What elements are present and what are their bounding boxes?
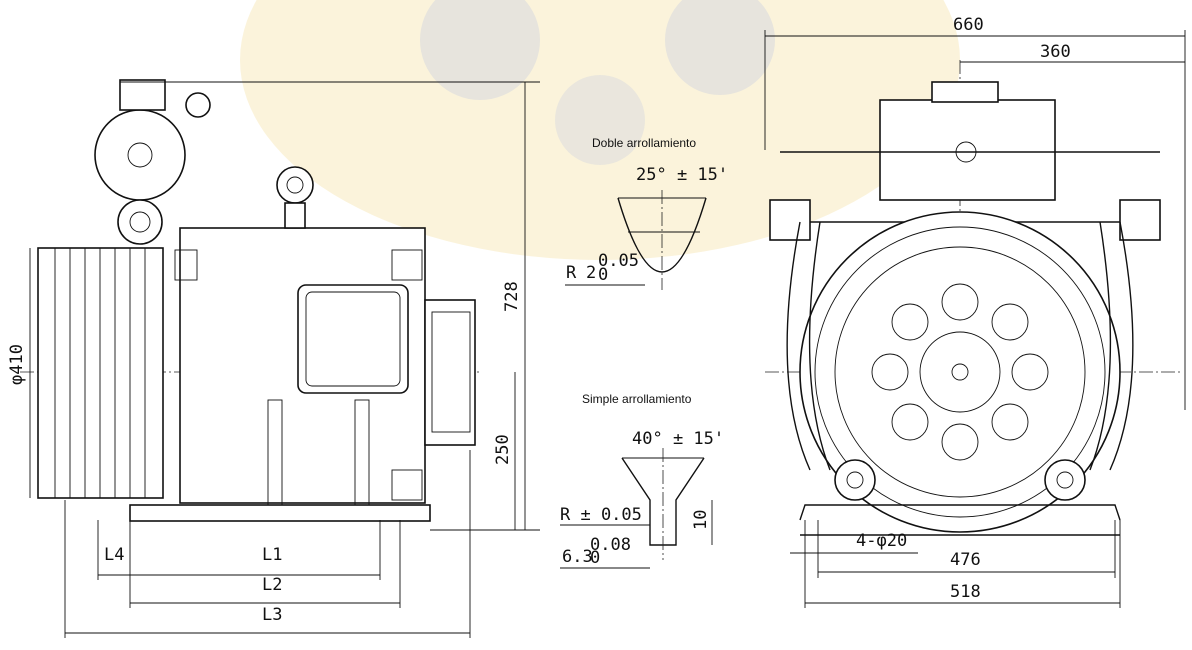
dim-L4: L4 [104,545,124,565]
groove-detail-simple: Simple arrollamiento 40° ± 15' R ± 0.05 … [560,392,724,569]
radius-value-doble: 2 [586,263,596,283]
angle-doble: 25° ± 15' [636,165,728,185]
dim-L3: L3 [262,605,282,625]
caption-simple: Simple arrollamiento [582,392,692,406]
radius-simple: R ± 0.05 [560,505,642,525]
dim-width-360: 360 [1040,42,1071,62]
radius-sub-doble: 0 [598,265,608,285]
main-drum [799,211,1121,533]
brake-magnet [879,99,1056,201]
manual-release [185,92,211,118]
dim-diameter-410: φ410 [7,344,27,385]
watermark [240,0,960,260]
dim-width-660: 660 [953,15,984,35]
angle-simple: 40° ± 15' [632,429,724,449]
dim-L2: L2 [262,575,282,595]
width-sub-simple: 0 [590,548,600,568]
radius-label-doble: R [566,263,577,283]
dim-height-250: 250 [493,434,513,465]
lifting-eye [276,166,314,204]
end-cover [424,299,476,446]
dim-holes: 4-φ20 [856,531,907,551]
terminal-box [297,284,409,394]
front-view: 660 360 476 518 4-φ20 [764,15,1186,608]
brake-disc [94,109,186,201]
width-sup-simple: 0.08 [590,535,631,555]
dim-height-728: 728 [502,281,522,312]
radius-sup-doble: 0.05 [598,251,639,271]
base-plate [129,504,431,522]
dim-width-518: 518 [950,582,981,602]
dim-L1: L1 [262,545,282,565]
dim-width-476: 476 [950,550,981,570]
depth-simple: 10 [691,510,711,530]
caption-doble: Doble arrollamiento [592,136,696,150]
traction-sheave [37,247,164,499]
side-view: L1 L2 L3 L4 φ410 728 250 [7,79,540,638]
width-value-simple: 6.3 [562,547,593,567]
groove-detail-doble: Doble arrollamiento 25° ± 15' R 2 0.05 0 [565,136,728,290]
